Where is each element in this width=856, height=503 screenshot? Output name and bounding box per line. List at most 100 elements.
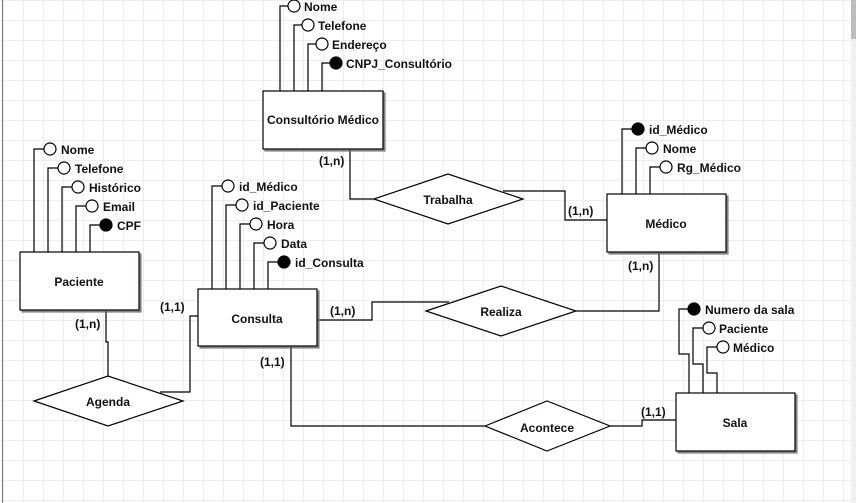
attribute-medico-nome[interactable]: Nome xyxy=(645,141,697,156)
connector-paciente-telefone xyxy=(47,167,58,252)
attribute-medico-id[interactable]: id_Médico xyxy=(631,122,708,137)
attribute-consultorio-cnpj[interactable]: CNPJ_Consultório xyxy=(329,56,452,71)
attribute-circle-icon xyxy=(659,160,673,174)
attribute-circle-icon xyxy=(702,321,716,335)
connector-paciente-email xyxy=(75,205,86,252)
key-attribute-icon xyxy=(99,218,113,232)
connector-paciente-historico xyxy=(61,186,72,252)
connector-medico-id xyxy=(621,128,632,194)
connector-paciente-nome xyxy=(33,148,44,252)
attribute-circle-icon xyxy=(249,217,263,231)
connectors xyxy=(33,5,718,427)
vertical-scrollbar[interactable] xyxy=(851,0,856,503)
connector-consulta-idconsulta xyxy=(267,261,278,289)
attribute-circle-icon xyxy=(43,142,57,156)
connector-consultorio-trabalha xyxy=(349,149,374,200)
attribute-label: id_Paciente xyxy=(253,199,320,213)
connector-medico-rg xyxy=(649,166,660,194)
connector-consultorio-nome xyxy=(279,5,288,91)
attribute-label: Data xyxy=(281,237,307,251)
attribute-circle-icon xyxy=(263,236,277,250)
attribute-circle-icon xyxy=(57,161,71,175)
attribute-label: Hora xyxy=(267,218,295,232)
scrollbar-thumb[interactable] xyxy=(851,0,856,39)
connector-agenda-consulta xyxy=(160,315,198,393)
connector-acontece-sala xyxy=(610,419,676,427)
connector-consulta-realiza xyxy=(317,301,449,321)
attribute-consulta-idconsulta[interactable]: id_Consulta xyxy=(277,255,364,270)
relationship-label: Agenda xyxy=(86,395,130,409)
entity-label: Consulta xyxy=(231,312,283,326)
attribute-label: Rg_Médico xyxy=(677,161,741,175)
relationship-label: Realiza xyxy=(480,305,522,319)
connector-sala-paciente xyxy=(692,327,704,393)
attribute-consultorio-nome[interactable]: Nome xyxy=(287,0,338,14)
relationship-label: Trabalha xyxy=(423,193,473,207)
key-attribute-icon xyxy=(687,302,701,316)
connector-realiza-medico xyxy=(576,252,660,312)
relationship-agenda[interactable]: Agenda xyxy=(32,375,185,427)
entity-paciente[interactable]: Paciente xyxy=(19,251,140,311)
attribute-label: Numero da sala xyxy=(705,303,795,317)
entity-medico[interactable]: Médico xyxy=(606,193,727,253)
connector-consultorio-cnpj xyxy=(321,62,330,91)
connector-consulta-data xyxy=(253,242,264,289)
relationship-trabalha[interactable]: Trabalha xyxy=(372,173,525,225)
attribute-label: Telefone xyxy=(318,19,367,33)
attribute-circle-icon xyxy=(716,340,730,354)
attribute-circle-icon xyxy=(235,198,249,212)
connector-consulta-hora xyxy=(239,223,250,289)
connector-consulta-idmedico xyxy=(211,185,222,289)
attribute-sala-medico[interactable]: Médico xyxy=(716,340,774,355)
cardinality-medico-trabalha: (1,n) xyxy=(568,204,593,218)
canvas-border xyxy=(2,0,3,503)
cardinality-consulta-agenda: (1,1) xyxy=(160,300,185,314)
connector-medico-nome xyxy=(635,147,646,194)
entity-consulta[interactable]: Consulta xyxy=(197,288,318,347)
key-attribute-icon xyxy=(631,122,645,136)
connector-sala-medico xyxy=(706,346,718,393)
attribute-label: id_Consulta xyxy=(295,256,364,270)
attribute-label: Médico xyxy=(733,341,774,355)
entity-consultorio[interactable]: Consultório Médico xyxy=(262,90,384,150)
attribute-label: Telefone xyxy=(75,162,124,176)
connector-paciente-cpf xyxy=(89,224,100,252)
entity-label: Sala xyxy=(723,416,748,430)
attribute-paciente-historico[interactable]: Histórico xyxy=(71,180,141,195)
attribute-sala-numero[interactable]: Numero da sala xyxy=(687,302,795,317)
attribute-medico-rg[interactable]: Rg_Médico xyxy=(659,160,741,175)
attribute-label: Paciente xyxy=(719,322,769,336)
attribute-consultorio-telefone[interactable]: Telefone xyxy=(301,18,367,33)
attribute-circle-icon xyxy=(315,37,329,51)
attribute-paciente-nome[interactable]: Nome xyxy=(43,142,95,157)
cardinality-paciente-agenda: (1,n) xyxy=(75,317,100,331)
attribute-paciente-email[interactable]: Email xyxy=(85,199,135,214)
attribute-consulta-data[interactable]: Data xyxy=(263,236,307,251)
attribute-paciente-cpf[interactable]: CPF xyxy=(99,218,141,233)
connector-consultorio-telefone xyxy=(293,24,302,91)
attribute-label: Nome xyxy=(663,142,697,156)
connector-paciente-agenda xyxy=(105,310,109,376)
relationship-realiza[interactable]: Realiza xyxy=(424,285,578,337)
attribute-sala-paciente[interactable]: Paciente xyxy=(702,321,769,336)
attribute-consultorio-endereco[interactable]: Endereço xyxy=(315,37,387,52)
cardinality-consulta-acontece: (1,1) xyxy=(260,355,285,369)
attribute-consulta-idmedico[interactable]: id_Médico xyxy=(221,179,298,194)
attribute-label: id_Médico xyxy=(649,123,708,137)
relationship-acontece[interactable]: Acontece xyxy=(483,400,612,452)
attribute-consulta-idpaciente[interactable]: id_Paciente xyxy=(235,198,320,213)
attribute-circle-icon xyxy=(645,141,659,155)
attribute-label: CPF xyxy=(117,219,141,233)
key-attribute-icon xyxy=(329,56,343,70)
connector-sala-numero xyxy=(678,308,690,393)
relationship-label: Acontece xyxy=(520,421,574,435)
connector-consultorio-endereco xyxy=(307,43,316,91)
attribute-consulta-hora[interactable]: Hora xyxy=(249,217,295,232)
connector-consulta-idpaciente xyxy=(225,204,236,289)
entity-sala[interactable]: Sala xyxy=(675,392,796,452)
entity-label: Médico xyxy=(645,217,686,231)
attribute-label: CNPJ_Consultório xyxy=(346,57,452,71)
attribute-paciente-telefone[interactable]: Telefone xyxy=(57,161,124,176)
attribute-circle-icon xyxy=(71,180,85,194)
